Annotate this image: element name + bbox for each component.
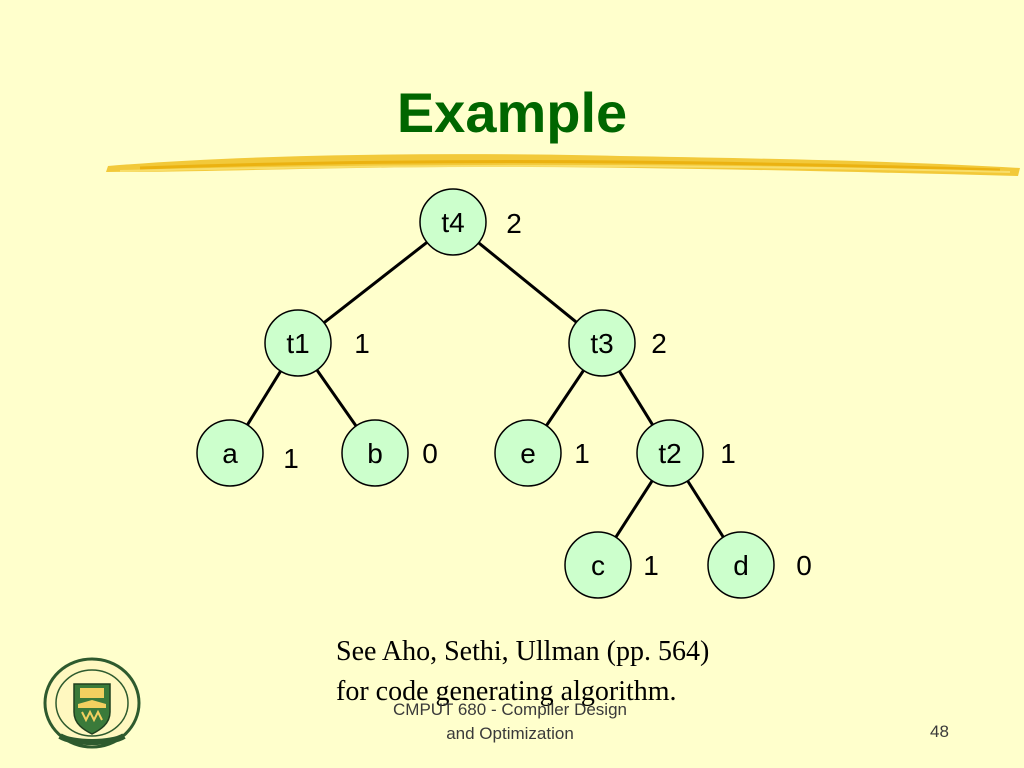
node-label-t3: t3 [590, 328, 613, 359]
node-circle-c [564, 531, 632, 599]
node-circle-d [707, 531, 775, 599]
edge-t1-b [315, 369, 358, 427]
edge-t2-d [686, 480, 725, 538]
node-number-t4: 2 [506, 208, 522, 239]
node-circle-t2 [636, 419, 704, 487]
footer-line-2: and Optimization [446, 724, 574, 743]
university-crest-logo [43, 657, 141, 749]
tree-edges [246, 241, 725, 539]
node-label-b: b [367, 438, 383, 469]
node-label-e: e [520, 438, 536, 469]
reference-line-2: for code generating algorithm. [336, 676, 677, 707]
tree-node-t4: t4 2 [419, 188, 522, 256]
slide-title: Example [396, 81, 628, 144]
reference-line-1: See Aho, Sethi, Ullman (pp. 564) [336, 636, 710, 667]
node-number-a: 1 [283, 443, 299, 474]
edge-t4-t1 [323, 241, 428, 324]
node-circle-a [196, 419, 264, 487]
edge-t2-c [614, 479, 654, 539]
node-number-t3: 2 [651, 328, 667, 359]
node-label-a: a [222, 438, 238, 469]
node-circle-t4 [419, 188, 487, 256]
node-number-e: 1 [574, 438, 590, 469]
node-number-c: 1 [643, 550, 659, 581]
edge-t3-e [545, 369, 585, 427]
footer-course: CMPUT 680 - Compiler Design and Optimiza… [355, 698, 665, 746]
node-number-t2: 1 [720, 438, 736, 469]
node-number-d: 0 [796, 550, 812, 581]
tree-node-t3: t3 2 [568, 309, 667, 377]
title-underline-brush [106, 154, 1020, 176]
edge-t1-a [246, 370, 282, 426]
node-label-t1: t1 [286, 328, 309, 359]
reference-text: See Aho, Sethi, Ullman (pp. 564) for cod… [336, 632, 709, 712]
node-circle-t3 [568, 309, 636, 377]
node-circle-t1 [264, 309, 332, 377]
node-circle-e [494, 419, 562, 487]
tree-node-t1: t1 1 [264, 309, 370, 377]
node-number-b: 0 [422, 438, 438, 469]
node-label-d: d [733, 550, 749, 581]
node-number-t1: 1 [354, 328, 370, 359]
footer-line-1: CMPUT 680 - Compiler Design [393, 700, 627, 719]
node-circle-b [341, 419, 409, 487]
page-number: 48 [930, 722, 949, 741]
node-label-t2: t2 [658, 438, 681, 469]
node-label-t4: t4 [441, 207, 464, 238]
tree-node-t2: t2 1 [636, 419, 736, 487]
edge-t4-t3 [477, 241, 578, 324]
edge-t3-t2 [618, 370, 654, 426]
node-label-c: c [591, 550, 605, 581]
